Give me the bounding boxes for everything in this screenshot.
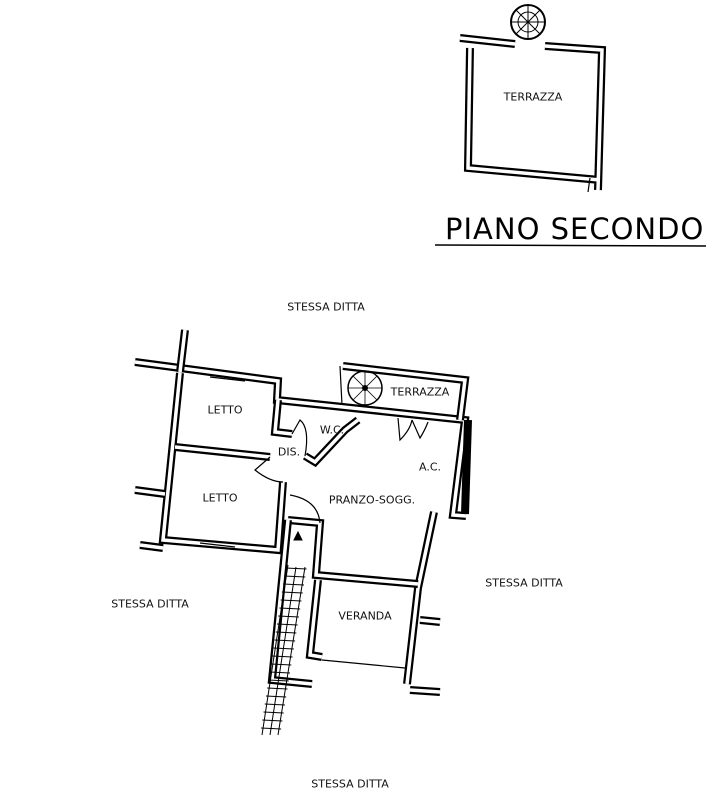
room-label-bedroom-1: LETTO: [207, 403, 243, 417]
neighbor-label-bottom: STESSA DITTA: [311, 777, 389, 791]
stair-tread: [270, 663, 292, 666]
stair-tread: [261, 727, 282, 730]
room-label-living-dining: PRANZO-SOGG.: [328, 493, 416, 507]
windows: [199, 376, 406, 669]
stair-tread: [283, 583, 305, 586]
stair-tread: [272, 655, 293, 658]
stair-tread: [268, 679, 289, 682]
apartment-walls: [134, 329, 472, 696]
room-label-terrace-upper: TERRAZZA: [503, 90, 563, 104]
neighbor-label-left: STESSA DITTA: [111, 597, 189, 611]
stair-tread: [269, 671, 291, 674]
stair-tread: [273, 647, 294, 650]
room-label-bedroom-2: LETTO: [202, 491, 238, 505]
room-label-terrace-lower: TERRAZZA: [390, 385, 450, 399]
upper-terrace-outline: [459, 34, 607, 193]
stair-tread: [262, 719, 283, 722]
room-label-kitchen-corner: A.C.: [418, 460, 442, 474]
neighbor-label-top: STESSA DITTA: [287, 300, 365, 314]
stair-tread: [275, 631, 297, 634]
stair-tread: [281, 591, 303, 594]
stair-tread: [264, 703, 285, 706]
stair-tread: [280, 599, 302, 602]
stair-tread: [284, 575, 306, 578]
title-underline: [434, 244, 707, 247]
stair-tread: [263, 711, 284, 714]
floor-title: PIANO SECONDO: [445, 212, 705, 246]
stair-tread: [274, 639, 296, 642]
stair-tread: [267, 687, 288, 690]
stair-tread: [276, 623, 298, 626]
stair-tread: [278, 615, 299, 618]
neighbor-label-right: STESSA DITTA: [485, 576, 563, 590]
stair-tread: [279, 607, 301, 610]
staircase: [261, 530, 307, 736]
room-label-hall: DIS.: [277, 445, 301, 459]
spiral-stair-icon: [510, 4, 546, 40]
stair-tread: [285, 567, 307, 570]
stair-tread: [265, 695, 287, 698]
room-label-veranda: VERANDA: [338, 609, 392, 623]
doors: [254, 417, 429, 524]
room-label-wc: W.C.: [319, 423, 345, 437]
lower-terrace-outline: [339, 362, 470, 421]
